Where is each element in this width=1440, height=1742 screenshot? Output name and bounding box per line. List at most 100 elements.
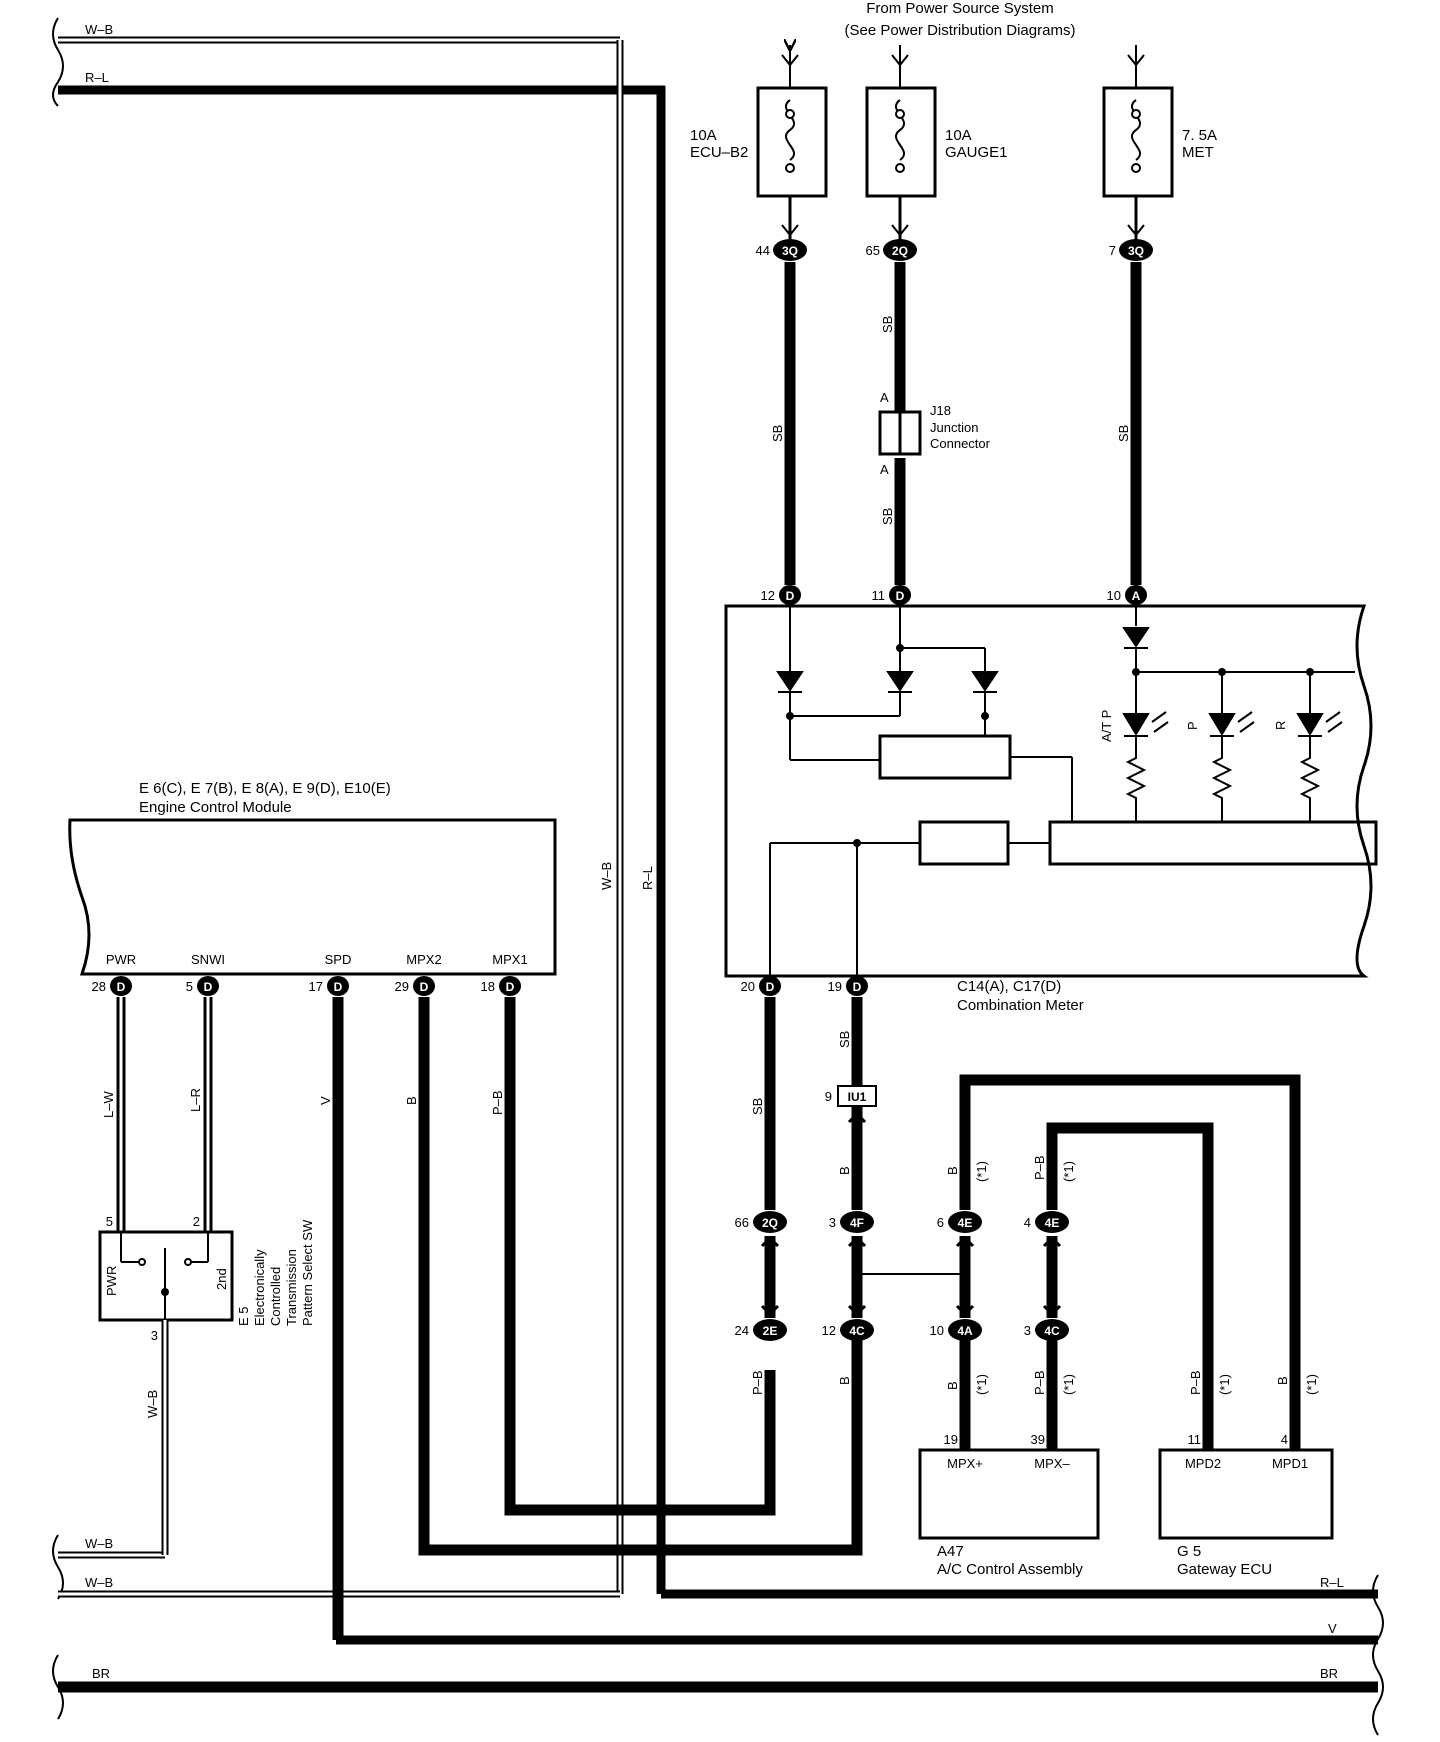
wire-label-b: B (1275, 1376, 1290, 1385)
connector-pin: 10 (930, 1323, 944, 1338)
connector-label: IU1 (848, 1090, 867, 1104)
wire-label-b: B (404, 1096, 419, 1105)
meter-name: Combination Meter (957, 997, 1084, 1014)
connector-label: 4F (850, 1216, 864, 1230)
connector-label: 3Q (1128, 244, 1144, 258)
wire-note: (*1) (1217, 1374, 1232, 1395)
connector-label: 4C (849, 1324, 865, 1338)
ecm-wires (116, 997, 863, 1640)
wire-note: (*1) (974, 1374, 989, 1395)
connector-3q-44: 3Q (773, 239, 807, 261)
fuse-input-arrows (781, 54, 1145, 237)
switch-line4: Pattern Select SW (300, 1219, 315, 1326)
ecm-pin-number: 28 (92, 979, 106, 994)
wire-label-sb: SB (837, 1031, 852, 1048)
connector-3q-7: 3Q (1119, 239, 1153, 261)
gateway-terminal-mpd2: MPD2 (1185, 1456, 1221, 1471)
ecm-pin-label: D (204, 980, 213, 994)
ecm-pin-number: 18 (481, 979, 495, 994)
ecm-pin-18: D (499, 976, 521, 996)
switch-id: E 5 (236, 1306, 251, 1326)
connector-label: 3Q (782, 244, 798, 258)
wire-note: (*1) (1304, 1374, 1319, 1395)
ac-terminal-mpx-minus: MPX– (1034, 1456, 1070, 1471)
connector-label: 4E (1045, 1216, 1060, 1230)
wire-label-sb: SB (880, 316, 895, 333)
wire-label-sb: SB (750, 1098, 765, 1115)
ecm-pin-label: D (506, 980, 515, 994)
lamp-label-atp: A/T P (1099, 710, 1114, 742)
combination-meter (724, 604, 1373, 978)
gateway-terminal-pin: 11 (1188, 1432, 1202, 1447)
wire-note: (*1) (974, 1161, 989, 1182)
engine-control-module (68, 818, 557, 976)
ac-id: A47 (937, 1543, 964, 1560)
pattern-select-switch (98, 1230, 234, 1322)
switch-line2: Controlled (268, 1267, 283, 1326)
connector-pin: 44 (756, 243, 770, 258)
meter-pin-number: 11 (872, 588, 886, 603)
meter-pin-19: D (846, 976, 868, 996)
ecm-name: Engine Control Module (139, 799, 292, 816)
gateway-terminal-pin: 4 (1281, 1432, 1288, 1447)
switch-line1: Electronically (252, 1249, 267, 1326)
wire-note: (*1) (1061, 1161, 1076, 1182)
connector-pin: 65 (866, 243, 880, 258)
junction-line2: Connector (930, 436, 991, 451)
bus-label-wb-vertical: W–B (599, 862, 614, 890)
ecm-pin-28: D (110, 976, 132, 996)
ecm-pin-17: D (327, 976, 349, 996)
fuse-amp-gauge1: 10A (945, 127, 972, 144)
ecm-pin-number: 29 (395, 979, 409, 994)
lamp-label-p: P (1185, 721, 1200, 730)
meter-pin-number: 10 (1107, 588, 1121, 603)
wire-label-b: B (945, 1166, 960, 1175)
ecm-terminal-mpx2: MPX2 (406, 952, 441, 967)
bus-label-v-bottom: V (1328, 1621, 1337, 1636)
gateway-name: Gateway ECU (1177, 1561, 1272, 1578)
wires-sb-fuse-to-meter (784, 262, 1142, 585)
wire-label-b: B (945, 1381, 960, 1390)
connector-label: 4E (958, 1216, 973, 1230)
bus-label-br-left: BR (92, 1666, 110, 1681)
meter-output-wires (764, 997, 1301, 1452)
wire-label-lr: L–R (188, 1088, 203, 1112)
meter-pin-label: D (766, 980, 775, 994)
lamp-label-r: R (1273, 721, 1288, 730)
ac-terminal-pin: 39 (1031, 1432, 1045, 1447)
connector-label: 4C (1044, 1324, 1060, 1338)
meter-pin-number: 12 (761, 588, 775, 603)
connector-pin: 24 (735, 1323, 749, 1338)
fuse-amp-met: 7. 5A (1182, 127, 1217, 144)
wire-label-pb: P–B (1032, 1370, 1047, 1395)
junction-line1: Junction (930, 420, 978, 435)
wire-label-pb: P–B (750, 1370, 765, 1395)
ac-terminal-pin: 19 (944, 1432, 958, 1447)
connector-pin: 12 (822, 1323, 836, 1338)
header-line1: From Power Source System (866, 0, 1054, 17)
switch-label-pwr: PWR (104, 1266, 119, 1296)
connector-label: 2Q (892, 244, 908, 258)
wire-label-v: V (318, 1096, 333, 1105)
wire-label-pb: P–B (1032, 1155, 1047, 1180)
ecm-terminal-spd: SPD (325, 952, 352, 967)
ac-control-assembly (918, 1448, 1100, 1540)
meter-pin-label: D (896, 589, 905, 603)
wire-label-b: B (837, 1166, 852, 1175)
fuse-ecu-b2 (756, 45, 828, 240)
connector-label: 4A (957, 1324, 973, 1338)
connector-label: 2Q (762, 1216, 778, 1230)
junction-connector-j18 (878, 410, 922, 456)
connector-pin: 66 (735, 1215, 749, 1230)
ecm-pin-label: D (117, 980, 126, 994)
inline-connectors (753, 1211, 1069, 1341)
wire-label-sb: SB (770, 425, 785, 442)
ecm-id: E 6(C), E 7(B), E 8(A), E 9(D), E10(E) (139, 780, 391, 797)
bus-top (58, 36, 665, 95)
fuse-name-met: MET (1182, 144, 1214, 161)
meter-pin-20: D (759, 976, 781, 996)
ecm-pin-label: D (334, 980, 343, 994)
junction-pin-top: A (880, 390, 889, 405)
wire-label-pb: P–B (490, 1090, 505, 1115)
